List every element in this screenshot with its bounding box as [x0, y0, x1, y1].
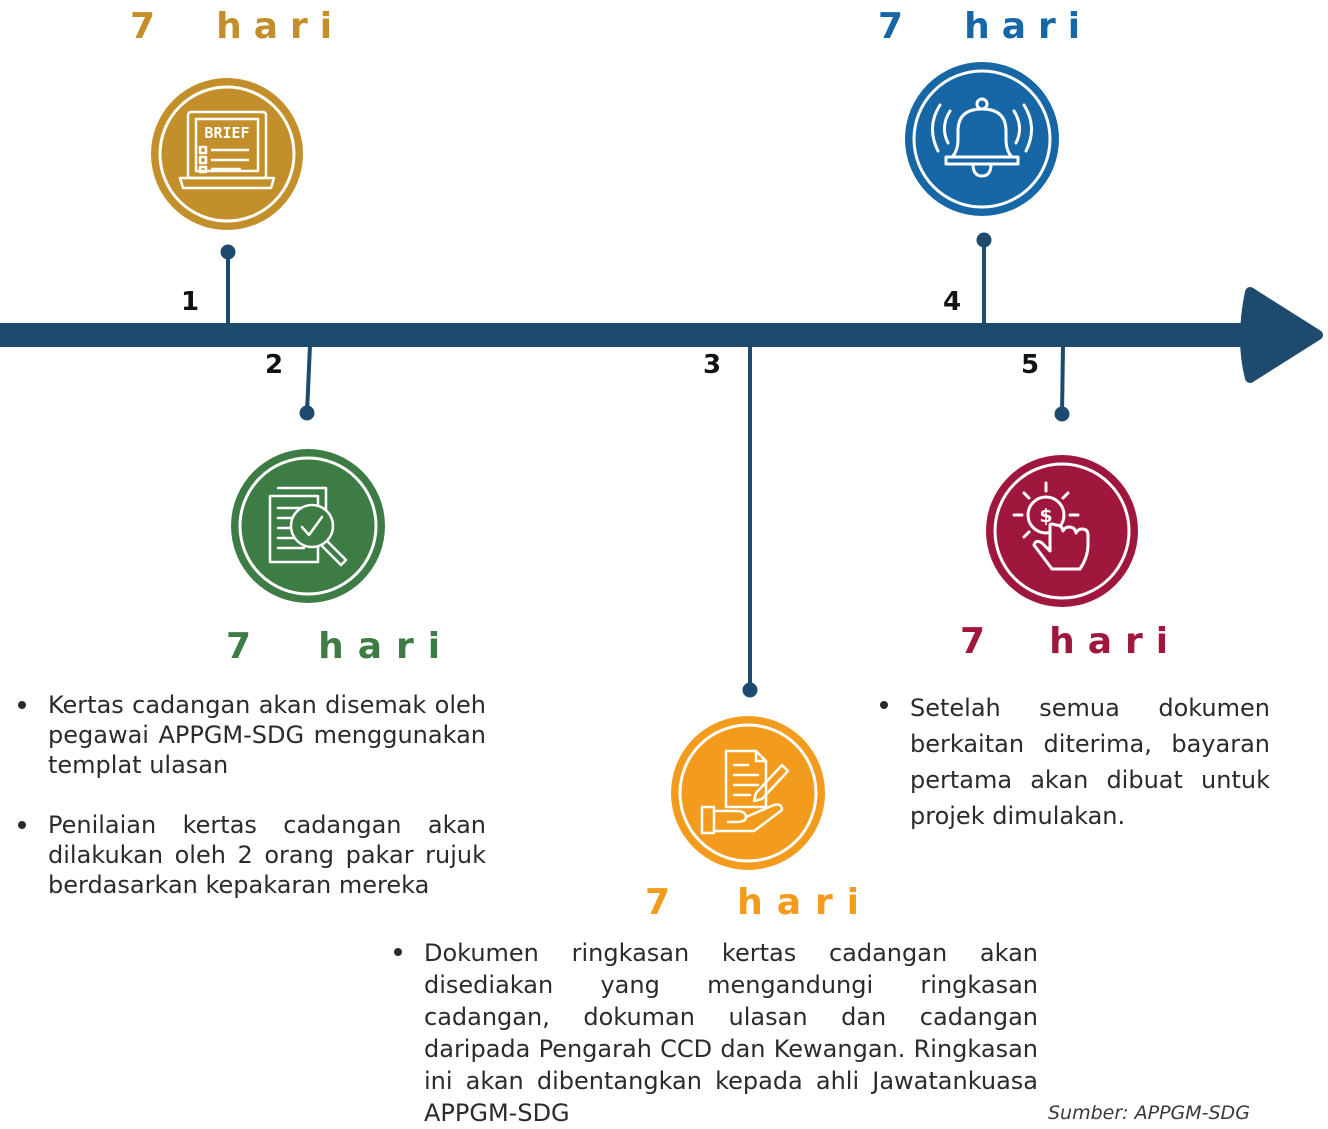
timeline-bar — [0, 323, 1262, 347]
timeline-arrowhead — [1240, 287, 1323, 383]
connector-step-2 — [299, 344, 315, 421]
connector-step-3 — [742, 345, 758, 698]
step-number-5: 5 — [1021, 350, 1040, 380]
step-3-duration: 7 hari — [645, 882, 874, 923]
step-2-bullet-list: Kertas cadangan akan disemak oleh pegawa… — [10, 690, 486, 900]
step-4-duration: 7 hari — [878, 6, 1093, 47]
svg-text:$: $ — [1039, 505, 1052, 527]
document-magnifier-check-icon — [231, 449, 385, 603]
list-item: Penilaian kertas cadangan akan dilakukan… — [10, 810, 486, 900]
source-note: Sumber: APPGM-SDG — [1048, 1102, 1250, 1124]
dollar-hand-tap-icon: $ — [986, 455, 1138, 607]
step-number-4: 4 — [943, 287, 962, 317]
list-item: Kertas cadangan akan disemak oleh pegawa… — [10, 690, 486, 780]
step-number-3: 3 — [703, 350, 722, 380]
list-item: Setelah semua dokumen berkaitan diterima… — [872, 690, 1270, 834]
list-item: Dokumen ringkasan kertas cadangan akan d… — [386, 937, 1038, 1129]
bell-icon — [905, 62, 1059, 216]
document-hand-pen-icon — [671, 716, 825, 870]
brief-laptop-icon: BRIEF — [151, 78, 303, 230]
step-number-2: 2 — [265, 350, 284, 380]
step-number-1: 1 — [181, 287, 200, 317]
step-5-bullet-list: Setelah semua dokumen berkaitan diterima… — [872, 690, 1270, 834]
connector-step-1 — [220, 244, 236, 325]
step-1-duration: 7 hari — [130, 6, 345, 47]
step-5-duration: 7 hari — [960, 621, 1182, 662]
step-2-duration: 7 hari — [226, 626, 455, 667]
connector-step-5 — [1054, 344, 1070, 422]
svg-text:BRIEF: BRIEF — [204, 124, 249, 142]
connector-step-4 — [976, 232, 992, 325]
step-3-bullet-list: Dokumen ringkasan kertas cadangan akan d… — [386, 937, 1038, 1129]
